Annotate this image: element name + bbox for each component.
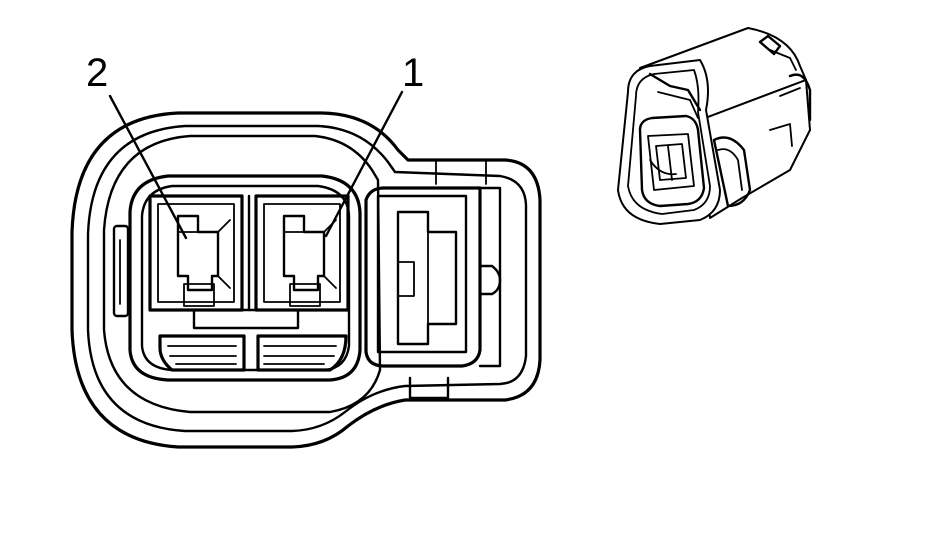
leader-lines: [108, 90, 404, 240]
connector-isometric-view: [617, 27, 812, 225]
lower-key-right: [256, 334, 348, 372]
terminal-cavity-1: [254, 194, 350, 312]
terminal-cavity-2: [148, 194, 244, 312]
pin-label-2: 2: [86, 51, 108, 95]
lower-key-left: [158, 334, 246, 372]
left-latch: [112, 224, 130, 318]
connector-housing: [70, 111, 542, 449]
connector-lock-assembly: [364, 159, 502, 400]
center-divider: [192, 194, 300, 330]
pin-label-1: 1: [402, 51, 424, 95]
